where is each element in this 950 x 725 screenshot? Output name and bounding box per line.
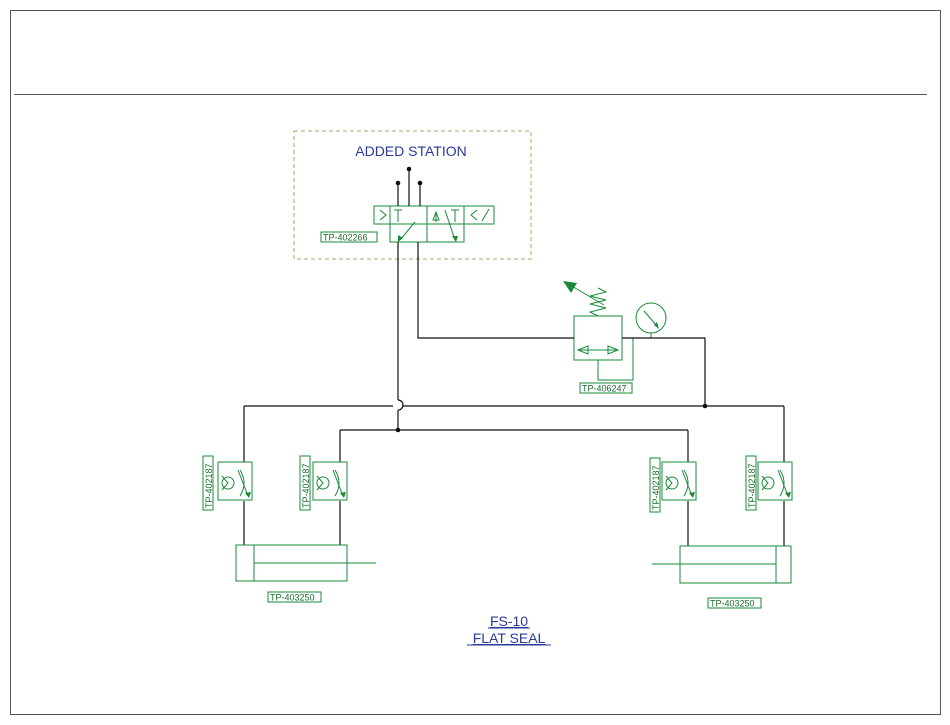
svg-text:TP-402187: TP-402187 bbox=[747, 463, 757, 508]
flow-control-tag-3: TP-402187 bbox=[650, 458, 661, 512]
svg-text:TP-403250: TP-403250 bbox=[270, 593, 315, 603]
flow-control-tag-2: TP-402187 bbox=[300, 456, 311, 510]
cylinder-right-tag: TP-403250 bbox=[708, 598, 761, 609]
valve-ports bbox=[396, 167, 423, 206]
drawing-code: FS-10 bbox=[490, 613, 528, 629]
directional-valve[interactable] bbox=[374, 206, 494, 242]
sheet-border bbox=[11, 11, 941, 715]
flow-control-valve-1[interactable] bbox=[218, 462, 252, 500]
flow-control-tag-4: TP-402187 bbox=[746, 456, 757, 510]
pressure-gauge-icon bbox=[636, 303, 666, 338]
cylinder-left-tag: TP-403250 bbox=[268, 592, 321, 603]
flow-control-tag-1: TP-402187 bbox=[203, 456, 214, 510]
flow-control-valve-4[interactable] bbox=[758, 462, 792, 500]
svg-text:TP-402187: TP-402187 bbox=[651, 465, 661, 510]
svg-text:TP-402266: TP-402266 bbox=[323, 233, 368, 243]
regulator-tag: TP-406247 bbox=[580, 383, 632, 394]
added-station-title: ADDED STATION bbox=[355, 143, 467, 159]
cylinder-left[interactable] bbox=[236, 545, 376, 581]
flow-control-valve-2[interactable] bbox=[313, 462, 347, 500]
svg-text:TP-406247: TP-406247 bbox=[582, 384, 627, 394]
flow-control-valve-3[interactable] bbox=[662, 462, 696, 500]
svg-text:TP-402187: TP-402187 bbox=[301, 463, 311, 508]
svg-text:TP-403250: TP-403250 bbox=[710, 599, 755, 609]
cylinder-right[interactable] bbox=[652, 546, 791, 583]
pressure-regulator[interactable] bbox=[563, 281, 633, 380]
svg-text:TP-402187: TP-402187 bbox=[204, 463, 214, 508]
drawing-name: FLAT SEAL bbox=[473, 630, 546, 646]
valve-tag: TP-402266 bbox=[321, 232, 377, 243]
